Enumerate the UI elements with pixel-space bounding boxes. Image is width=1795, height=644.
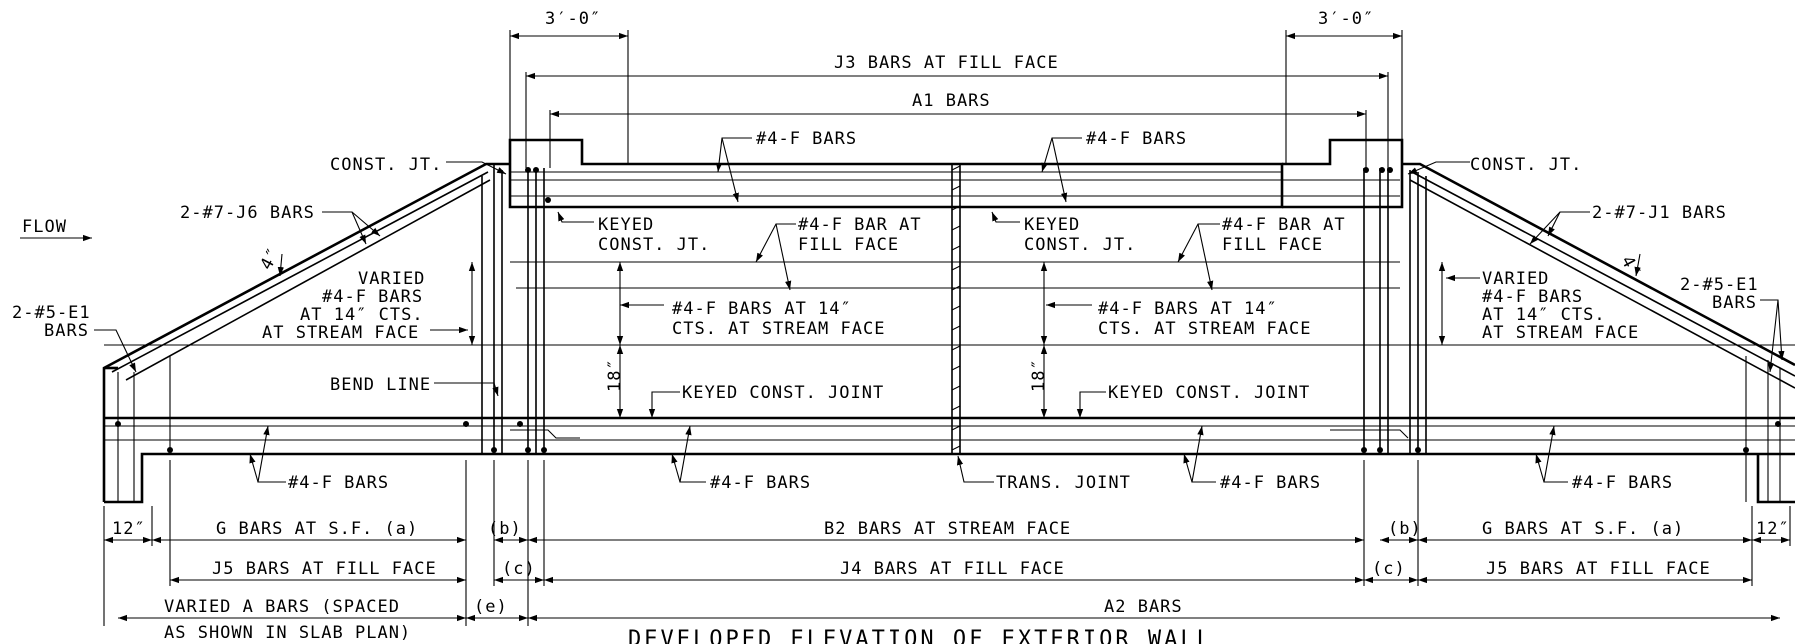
label-const-jt-left: CONST. JT. xyxy=(330,155,442,175)
label-cts-left-1: #4-F BARS AT 14″ xyxy=(672,299,852,319)
label-bar-fill-right-2: FILL FACE xyxy=(1222,235,1323,255)
label-cts-right-2: CTS. AT STREAM FACE xyxy=(1098,319,1311,339)
label-e1-right-1: 2-#5-E1 xyxy=(1680,275,1759,295)
drawing-title: DEVELOPED ELEVATION OF EXTERIOR WALL xyxy=(628,627,1213,644)
label-f4-bottom-1: #4-F BARS xyxy=(288,473,389,493)
label-b-right: (b) xyxy=(1388,519,1422,539)
label-j5-left: J5 BARS AT FILL FACE xyxy=(212,559,437,579)
label-j3-bars: J3 BARS AT FILL FACE xyxy=(834,53,1059,73)
label-f4-bottom-3: #4-F BARS xyxy=(1220,473,1321,493)
bottom-dimensions xyxy=(103,262,1791,626)
label-a2-bars: A2 BARS xyxy=(1104,597,1183,617)
label-trans-joint: TRANS. JOINT xyxy=(996,473,1131,493)
label-bend-line: BEND LINE xyxy=(330,375,431,395)
label-f4-bottom-2: #4-F BARS xyxy=(710,473,811,493)
label-b-left: (b) xyxy=(488,519,522,539)
label-varied-a-2: AS SHOWN IN SLAB PLAN) xyxy=(164,623,411,643)
label-const-jt-right: CONST. JT. xyxy=(1470,155,1582,175)
labels: 3′-0″ 3′-0″ J3 BARS AT FILL FACE A1 BARS… xyxy=(12,9,1790,644)
label-flow: FLOW xyxy=(22,217,67,237)
label-varied-left-4: AT STREAM FACE xyxy=(262,323,419,343)
label-18-left: 18″ xyxy=(605,358,625,392)
label-c-right: (c) xyxy=(1372,559,1406,579)
label-keyed-right-1: KEYED xyxy=(1024,215,1080,235)
label-e1-left-2: BARS xyxy=(44,321,89,341)
label-keyed-right-2: CONST. JT. xyxy=(1024,235,1136,255)
label-keyed-joint-right: KEYED CONST. JOINT xyxy=(1108,383,1310,403)
label-bar-fill-left-2: FILL FACE xyxy=(798,235,899,255)
label-a1-bars: A1 BARS xyxy=(912,91,991,111)
label-f4-top-left: #4-F BARS xyxy=(756,129,857,149)
label-varied-right-4: AT STREAM FACE xyxy=(1482,323,1639,343)
dim-right-3ft: 3′-0″ xyxy=(1318,9,1374,29)
label-bar-fill-left-1: #4-F BAR AT xyxy=(798,215,922,235)
label-g-bars-right: G BARS AT S.F. (a) xyxy=(1482,519,1684,539)
top-dimensions xyxy=(509,30,1403,168)
label-j1-bars: 2-#7-J1 BARS xyxy=(1592,203,1727,223)
wall-outline xyxy=(102,138,1795,504)
label-f4-bottom-4: #4-F BARS xyxy=(1572,473,1673,493)
label-dim-12-left: 12″ xyxy=(112,519,146,539)
dim-left-3ft: 3′-0″ xyxy=(545,9,601,29)
label-varied-a-1: VARIED A BARS (SPACED xyxy=(164,597,400,617)
label-j6-bars: 2-#7-J6 BARS xyxy=(180,203,315,223)
label-cts-right-1: #4-F BARS AT 14″ xyxy=(1098,299,1278,319)
label-j4-bars: J4 BARS AT FILL FACE xyxy=(840,559,1065,579)
label-varied-right-2: #4-F BARS xyxy=(1482,287,1583,307)
label-e: (e) xyxy=(474,597,508,617)
label-bar-fill-right-1: #4-F BAR AT xyxy=(1222,215,1346,235)
label-thick-right: 4″ xyxy=(1617,253,1645,282)
label-f4-top-right: #4-F BARS xyxy=(1086,129,1187,149)
label-cts-left-2: CTS. AT STREAM FACE xyxy=(672,319,885,339)
label-18-right: 18″ xyxy=(1029,358,1049,392)
label-varied-right-1: VARIED xyxy=(1482,269,1549,289)
label-g-bars-left: G BARS AT S.F. (a) xyxy=(216,519,418,539)
label-varied-left-2: #4-F BARS xyxy=(322,287,423,307)
label-dim-12-right: 12″ xyxy=(1756,519,1790,539)
label-keyed-left-2: CONST. JT. xyxy=(598,235,710,255)
label-e1-right-2: BARS xyxy=(1712,293,1757,313)
label-varied-left-1: VARIED xyxy=(358,269,425,289)
label-b2-bars: B2 BARS AT STREAM FACE xyxy=(824,519,1071,539)
leader-lines xyxy=(20,137,1785,483)
label-varied-right-3: AT 14″ CTS. xyxy=(1482,305,1606,325)
label-varied-left-3: AT 14″ CTS. xyxy=(300,305,424,325)
label-keyed-joint-left: KEYED CONST. JOINT xyxy=(682,383,884,403)
label-j5-right: J5 BARS AT FILL FACE xyxy=(1486,559,1711,579)
label-e1-left-1: 2-#5-E1 xyxy=(12,303,91,323)
label-c-left: (c) xyxy=(502,559,536,579)
label-keyed-left-1: KEYED xyxy=(598,215,654,235)
